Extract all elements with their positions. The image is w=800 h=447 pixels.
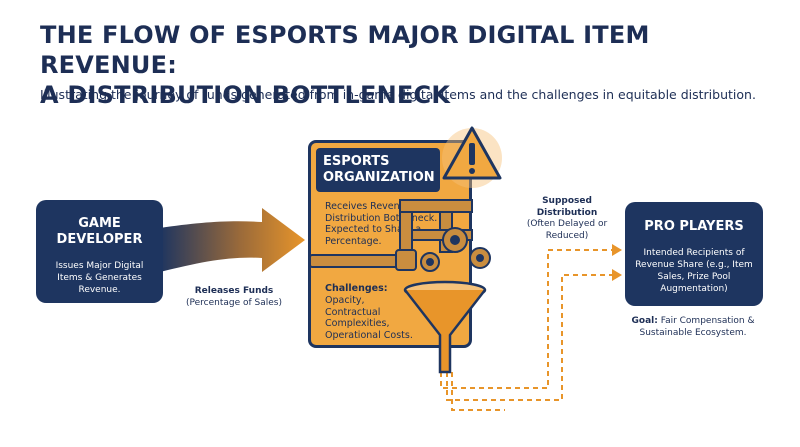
releases-funds-label: Releases Funds (Percentage of Sales) (185, 286, 282, 308)
page-subtitle: Illustrating the journey of funds genera… (40, 87, 756, 102)
game-developer-title: GAME DEVELOPER (56, 216, 143, 247)
arrowhead-upper (612, 244, 622, 256)
arrowhead-lower (612, 269, 622, 281)
page-title: THE FLOW OF ESPORTS MAJOR DIGITAL ITEM R… (40, 20, 780, 110)
supposed-distribution-label: Supposed Distribution (Often Delayed or … (526, 196, 608, 241)
funnel-icon (403, 280, 487, 374)
esports-organization-title: ESPORTS ORGANIZATION (316, 148, 440, 192)
game-developer-box: GAME DEVELOPER Issues Major Digital Item… (36, 200, 163, 303)
pipe-icon (309, 199, 473, 271)
pro-players-description: Intended Recipients of Revenue Share (e.… (635, 248, 753, 294)
goal-text: Fair Compensation & Sustainable Ecosyste… (639, 316, 755, 338)
title-line-2: A DISTRIBUTION BOTTLENECK (40, 81, 451, 109)
challenges-text: Opacity, Contractual Complexities, Opera… (325, 295, 413, 341)
goal-label: Goal: (631, 316, 658, 326)
warning-icon (442, 126, 502, 188)
goal-note: Goal: Fair Compensation & Sustainable Ec… (618, 316, 768, 339)
game-developer-description: Issues Major Digital Items & Generates R… (55, 261, 144, 295)
distribution-paths (440, 249, 612, 411)
gear-icon (420, 227, 491, 272)
pro-players-box: PRO PLAYERS Intended Recipients of Reven… (625, 202, 763, 306)
pro-players-title: PRO PLAYERS (644, 219, 744, 234)
releases-funds-arrow (160, 208, 305, 272)
title-line-1: THE FLOW OF ESPORTS MAJOR DIGITAL ITEM R… (40, 21, 650, 79)
challenges-label: Challenges: (325, 283, 388, 294)
esports-organization-description: Receives Revenue, Distribution Bottlenec… (325, 201, 438, 247)
